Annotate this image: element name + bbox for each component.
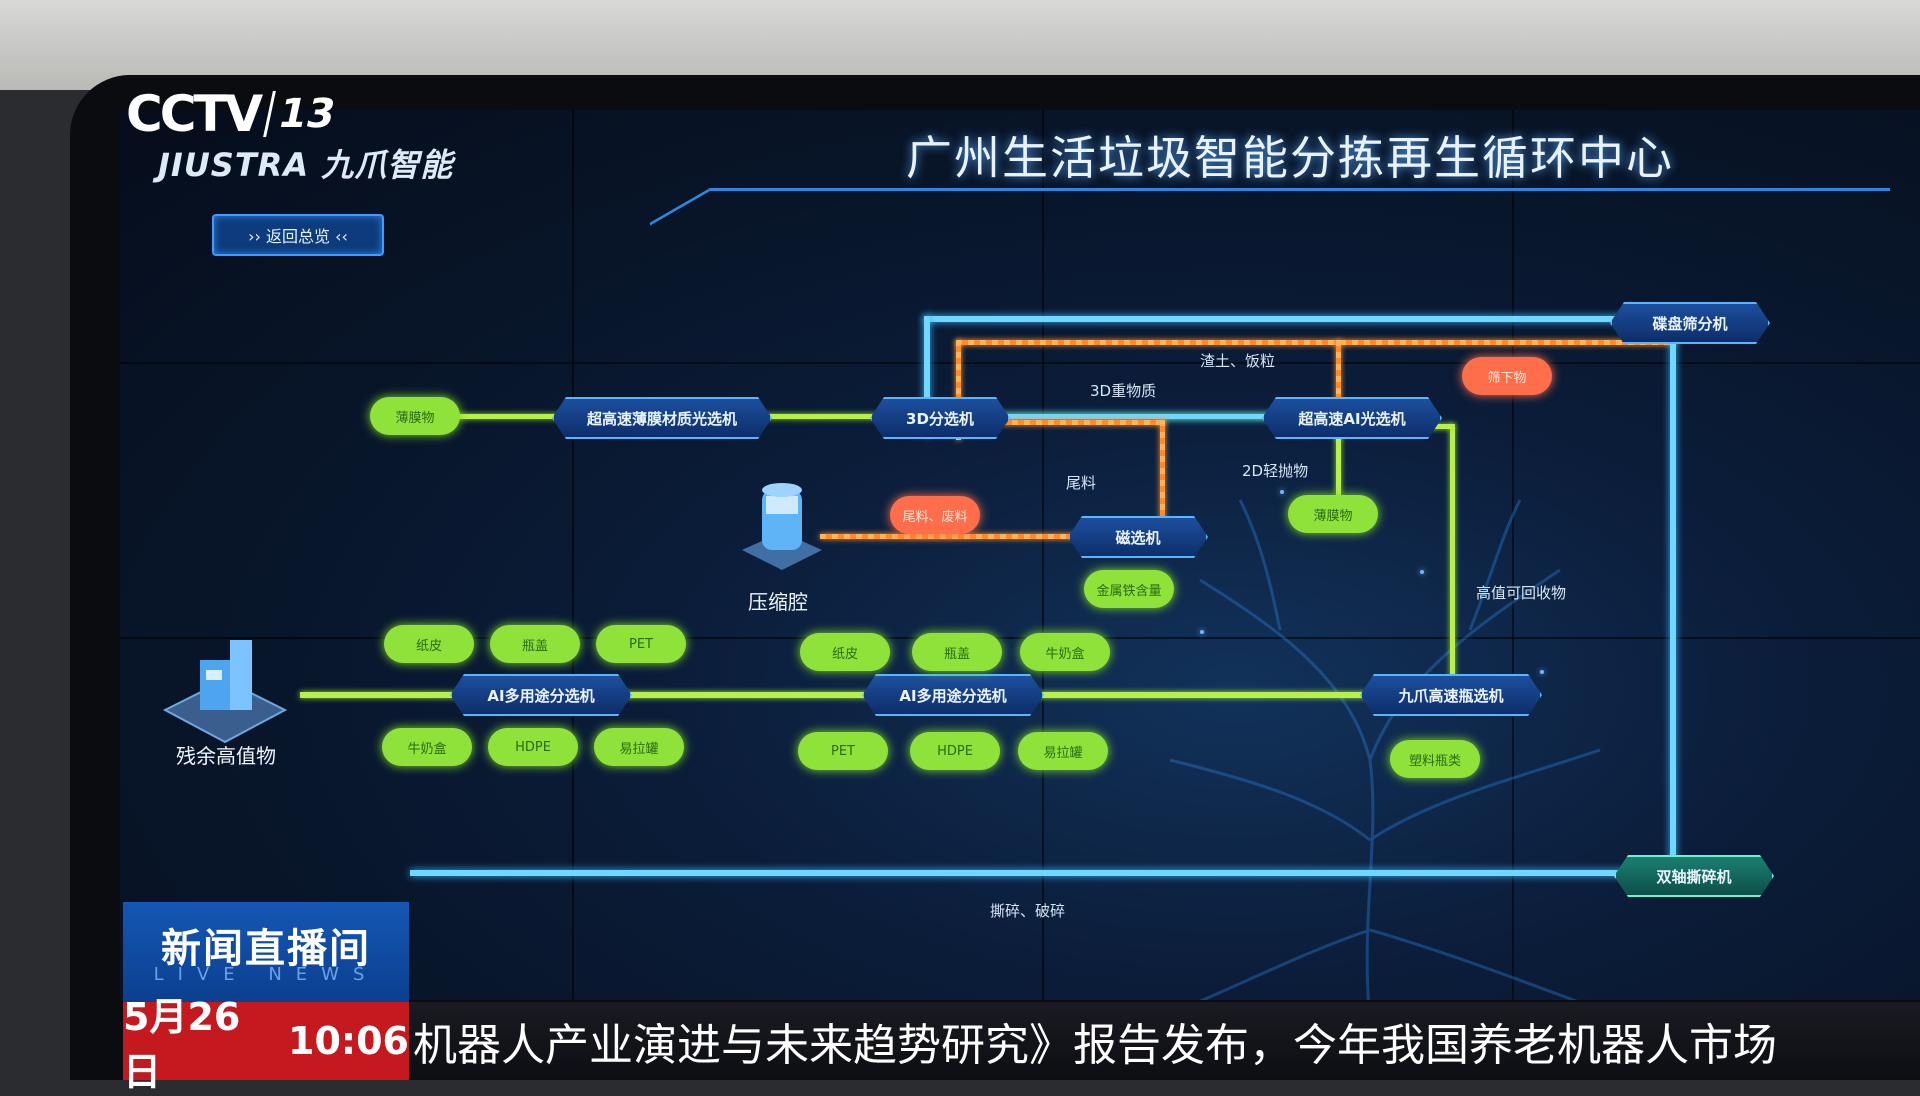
compress-chamber-icon	[742, 483, 822, 570]
magnetic-separator-machine[interactable]: 磁选机	[1068, 516, 1208, 558]
output-pill: 易拉罐	[594, 728, 684, 766]
flow-label: 3D重物质	[1090, 382, 1157, 400]
flow-label: 尾料	[1066, 474, 1097, 492]
output-pill: HDPE	[488, 728, 578, 766]
page-title: 广州生活垃圾智能分拣再生循环中心	[906, 131, 1674, 185]
output-pill: 纸皮	[384, 625, 474, 663]
date-time-box: 5月26日 10:06	[123, 995, 409, 1094]
output-pill: 瓶盖	[490, 625, 580, 663]
flow-line-orange	[956, 340, 1676, 345]
channel-logo: CCTV 13	[126, 84, 340, 144]
flow-line-main	[380, 414, 1280, 419]
glow-dot	[1200, 630, 1204, 634]
flow-label: 渣土、饭粒	[1200, 352, 1276, 370]
output-pill: 薄膜物	[1288, 495, 1378, 533]
output-pill: 易拉罐	[1018, 732, 1108, 770]
disc-screen-machine[interactable]: 碟盘筛分机	[1610, 302, 1770, 344]
flow-label: 高值可回收物	[1476, 584, 1567, 602]
flow-line-orange	[956, 340, 961, 440]
glow-dot	[1280, 490, 1284, 494]
program-name-en: LIVE NEWS	[153, 964, 379, 985]
flow-line-orange	[1160, 420, 1165, 526]
channel-number: 13	[263, 91, 340, 137]
output-pill: 筛下物	[1462, 357, 1552, 395]
flow-label: 撕碎、破碎	[990, 902, 1066, 920]
compress-chamber-label: 压缩腔	[748, 590, 808, 614]
output-pill: 牛奶盒	[382, 728, 472, 766]
cctv-logo-text: CCTV	[126, 85, 263, 143]
output-pill: 塑料瓶类	[1390, 740, 1480, 778]
program-name: 新闻直播间	[161, 926, 371, 972]
ai-multi-sorter-2[interactable]: AI多用途分选机	[862, 674, 1044, 716]
output-pill: 尾料、废料	[890, 496, 980, 534]
flow-line	[1000, 414, 1340, 419]
residual-label: 残余高值物	[176, 744, 276, 768]
screen-seam	[120, 637, 1920, 639]
flow-line	[924, 316, 930, 436]
screen-seam	[120, 362, 1920, 364]
glow-dot	[1420, 570, 1424, 574]
sorter-3d-machine[interactable]: 3D分选机	[870, 397, 1010, 439]
output-pill: 纸皮	[800, 633, 890, 671]
title-decoration	[710, 118, 1890, 191]
residual-machine-icon	[162, 640, 288, 744]
shredder-machine[interactable]: 双轴撕碎机	[1614, 855, 1774, 897]
output-pill: HDPE	[910, 732, 1000, 770]
control-screen: 广州生活垃圾智能分拣再生循环中心 JIUSTRA 九爪智能 ›› 返回总览 ‹‹…	[120, 110, 1920, 1000]
flow-line-orange	[1000, 420, 1165, 425]
output-pill: 金属铁含量	[1084, 570, 1174, 608]
news-date: 5月26日	[123, 995, 241, 1094]
flow-line-orange	[1336, 340, 1341, 440]
flow-line-orange	[820, 534, 1140, 539]
screen-seam	[1512, 110, 1514, 1000]
bottle-sorter-machine[interactable]: 九爪高速瓶选机	[1360, 674, 1542, 716]
flow-line-right	[1670, 316, 1676, 876]
flow-line	[1336, 435, 1341, 495]
flow-label: 2D轻抛物	[1242, 462, 1309, 480]
output-pill: PET	[798, 732, 888, 770]
brand-logo: JIUSTRA 九爪智能	[158, 146, 454, 184]
flow-line-top	[924, 316, 1684, 322]
flow-line	[1450, 424, 1455, 694]
circuit-tree-decoration	[1169, 499, 1601, 1000]
news-ticker: 机器人产业演进与未来趋势研究》报告发布，今年我国养老机器人市场	[409, 1002, 1920, 1080]
news-time: 10:06	[288, 1019, 409, 1063]
flow-line-bottom	[410, 870, 1680, 876]
program-logo: 新闻直播间 LIVE NEWS	[123, 902, 409, 1002]
screen-seam	[572, 110, 574, 1000]
back-to-overview-button[interactable]: ›› 返回总览 ‹‹	[212, 214, 384, 256]
output-pill: PET	[596, 625, 686, 663]
output-pill: 牛奶盒	[1020, 633, 1110, 671]
ai-multi-sorter-1[interactable]: AI多用途分选机	[450, 674, 632, 716]
output-pill: 瓶盖	[912, 633, 1002, 671]
glow-dot	[1540, 670, 1544, 674]
film-sorter-machine[interactable]: 超高速薄膜材质光选机	[552, 397, 772, 439]
output-pill: 薄膜物	[370, 397, 460, 435]
screen-seam	[1042, 110, 1044, 1000]
ai-optical-sorter-machine[interactable]: 超高速AI光选机	[1262, 397, 1442, 439]
